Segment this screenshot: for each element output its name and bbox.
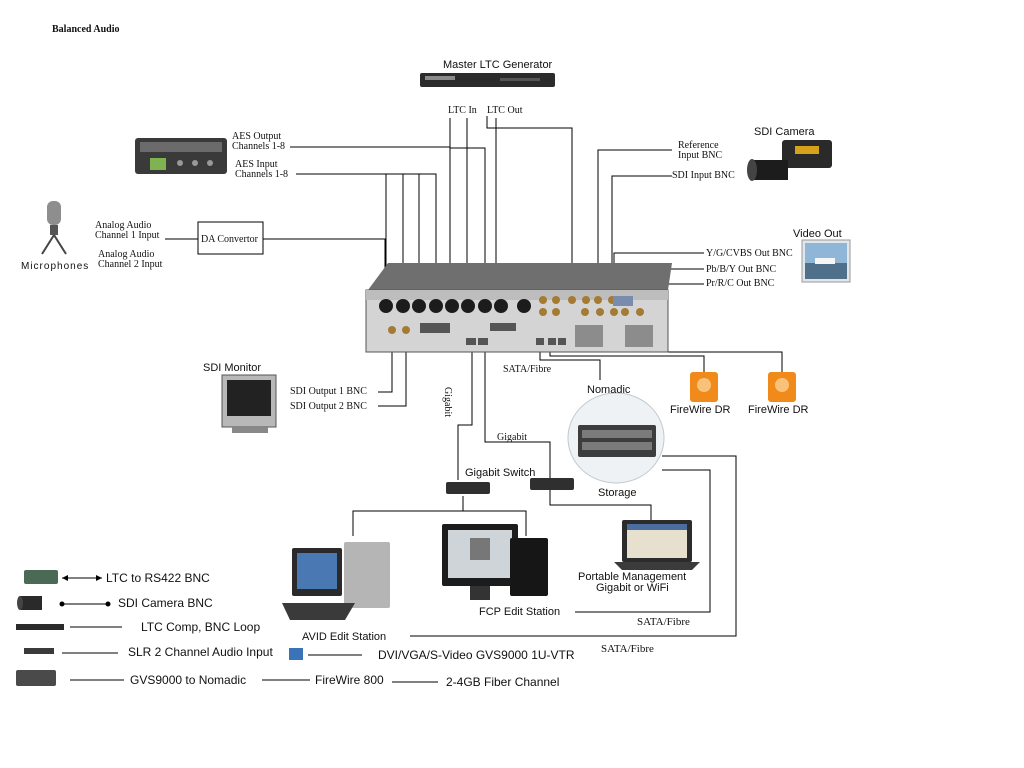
sdi-monitor-device	[221, 374, 277, 433]
microphone-device	[41, 201, 67, 255]
ltc-in-label: LTC In	[448, 105, 477, 116]
aes-input-line	[296, 173, 437, 300]
avid-station-label: AVID Edit Station	[302, 631, 387, 643]
legend-dvi-vga: DVI/VGA/S-Video GVS9000 1U-VTR	[378, 648, 575, 662]
firewire-drive-2	[768, 372, 796, 402]
sdi-monitor-label: SDI Monitor	[203, 362, 262, 374]
pbby-label: Pb/B/Y Out BNC	[706, 264, 777, 275]
legend-ltc-comp: LTC Comp, BNC Loop	[141, 620, 261, 634]
reference-line	[597, 149, 672, 300]
sata-fibre-top-label: SATA/Fibre	[503, 364, 552, 375]
gigabit-vertical-label: Gigabit	[442, 387, 453, 417]
ygcvbs-label: Y/G/CVBS Out BNC	[706, 248, 793, 259]
aes-input-label-2: Channels 1-8	[235, 169, 289, 180]
page-title: Balanced Audio	[52, 24, 120, 35]
avid-station-device	[282, 542, 390, 620]
sdi-input-label: SDI Input BNC	[672, 170, 735, 181]
ltc-out-label: LTC Out	[487, 105, 523, 116]
switch-stations-line	[352, 510, 527, 536]
legend-ltc-rs422: LTC to RS422 BNC	[106, 571, 210, 585]
analog1-label-1: Analog Audio	[95, 220, 152, 231]
da-convertor-label: DA Convertor	[201, 234, 258, 245]
firewire-dr-2-label: FireWire DR	[748, 404, 809, 416]
laptop-device	[614, 520, 700, 570]
sdi-input-line	[611, 175, 672, 300]
reference-label-2: Input BNC	[678, 150, 723, 161]
legend-markers	[59, 575, 111, 607]
analog2-label-1: Analog Audio	[98, 249, 155, 260]
gigabit-switch-2	[530, 478, 574, 490]
master-ltc-label: Master LTC Generator	[443, 59, 553, 71]
legend-sdi-camera-bnc: SDI Camera BNC	[118, 596, 213, 610]
firewire-dr-1-label: FireWire DR	[670, 404, 731, 416]
storage-label: Storage	[598, 487, 637, 499]
master-ltc-device	[420, 73, 555, 87]
sdi-out1-line	[378, 338, 393, 393]
sata-fibre-label-2: SATA/Fibre	[601, 643, 654, 655]
storage-device	[567, 392, 665, 484]
video-out-label: Video Out	[793, 228, 842, 240]
portable-mgmt-label-2: Gigabit or WiFi	[596, 582, 669, 594]
video-out-device	[801, 239, 851, 283]
gigabit-switch-label: Gigabit Switch	[465, 467, 536, 479]
reference-label-1: Reference	[678, 140, 719, 151]
sata-fibre-label-1: SATA/Fibre	[637, 616, 690, 628]
firewire-drive-1	[690, 372, 718, 402]
gigabit-switch-1	[446, 482, 490, 494]
storage-fcp-line	[575, 469, 711, 613]
switch-mgmt-line	[549, 490, 652, 520]
rear-ports	[420, 296, 653, 347]
sdi-out1-label: SDI Output 1 BNC	[290, 386, 367, 397]
sdi-out2-line	[378, 338, 407, 407]
storage-avid-line	[410, 455, 737, 637]
audio-mixer-device	[135, 138, 227, 174]
aes-output-label-1: AES Output	[232, 131, 282, 142]
aes-output-label-2: Channels 1-8	[232, 141, 286, 152]
microphones-label: Microphones	[21, 261, 90, 272]
prrc-label: Pr/R/C Out BNC	[706, 278, 775, 289]
gigabit-line-1	[457, 345, 473, 480]
da-convertor-box	[197, 221, 264, 255]
legend-lines	[60, 577, 438, 683]
analog2-label-2: Channel 2 Input	[98, 259, 163, 270]
fcp-station-device	[442, 524, 548, 600]
legend-icons	[16, 570, 303, 686]
legend-slr-audio: SLR 2 Channel Audio Input	[128, 645, 273, 659]
ltc-out-line	[486, 116, 573, 300]
sdi-camera-device	[747, 140, 832, 181]
xlr-connectors	[379, 299, 531, 313]
gigabit-label: Gigabit	[497, 432, 527, 443]
fcp-station-label: FCP Edit Station	[479, 606, 561, 618]
legend-firewire800: FireWire 800	[315, 673, 384, 687]
aes-input-label-1: AES Input	[235, 159, 278, 170]
portable-mgmt-label-1: Portable Management	[578, 571, 687, 583]
gigabit-line-2	[484, 345, 551, 480]
analog1-label-2: Channel 1 Input	[95, 230, 160, 241]
legend-gvs-nomadic: GVS9000 to Nomadic	[130, 673, 247, 687]
sdi-camera-label: SDI Camera	[754, 126, 815, 138]
sdi-out2-label: SDI Output 2 BNC	[290, 401, 367, 412]
nomadic-label: Nomadic	[587, 384, 631, 396]
legend-fiber-channel: 2-4GB Fiber Channel	[446, 675, 560, 689]
